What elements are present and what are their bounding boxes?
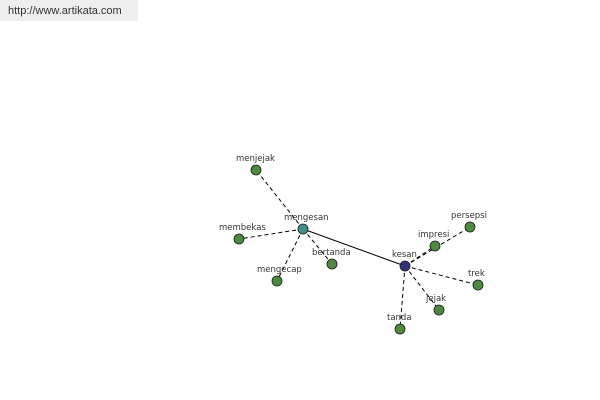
source-url[interactable]: http://www.artikata.com — [0, 0, 138, 21]
node-kesan[interactable]: kesan — [392, 250, 417, 272]
node-impresi-label: impresi — [418, 230, 449, 240]
node-mengecap[interactable]: mengecap — [257, 265, 302, 287]
node-bertanda-label: bertanda — [312, 248, 351, 258]
edge-mengesan-mengecap — [276, 228, 304, 282]
node-bertanda[interactable]: bertanda — [312, 248, 351, 270]
node-membekas-label: membekas — [219, 223, 266, 233]
node-mengesan-label: mengesan — [284, 213, 329, 223]
node-trek[interactable]: trek — [468, 269, 485, 291]
node-tanda-label: tanda — [387, 313, 412, 323]
node-kesan-label: kesan — [392, 250, 417, 260]
edge-kesan-mengesan — [302, 228, 406, 267]
nodes-group: kesan mengesan menjejak membekas mengeca… — [219, 154, 487, 335]
node-impresi-dot — [429, 240, 441, 252]
node-menjejak-dot — [250, 164, 262, 176]
node-menjejak-label: menjejak — [236, 154, 275, 164]
node-menjejak[interactable]: menjejak — [236, 154, 275, 176]
edge-kesan-impresi — [404, 245, 436, 267]
edge-kesan-trek — [404, 265, 479, 286]
node-jejak-label: jejak — [425, 294, 446, 304]
edge-mengesan-menjejak — [255, 169, 304, 230]
edge-kesan-jejak — [404, 265, 440, 311]
node-persepsi-dot — [464, 221, 476, 233]
node-mengesan[interactable]: mengesan — [284, 213, 329, 235]
node-membekas-dot — [233, 233, 245, 245]
node-impresi[interactable]: impresi — [418, 230, 449, 252]
node-mengecap-label: mengecap — [257, 265, 302, 275]
node-persepsi-label: persepsi — [451, 211, 487, 221]
node-kesan-dot — [399, 260, 411, 272]
node-mengesan-dot — [297, 223, 309, 235]
node-mengecap-dot — [271, 275, 283, 287]
edge-mengesan-bertanda — [302, 228, 333, 265]
node-bertanda-dot — [326, 258, 338, 270]
edges-group — [238, 169, 479, 330]
node-membekas[interactable]: membekas — [219, 223, 266, 245]
edge-mengesan-membekas — [238, 228, 304, 240]
node-tanda[interactable]: tanda — [387, 313, 412, 335]
node-persepsi[interactable]: persepsi — [451, 211, 487, 233]
node-trek-label: trek — [468, 269, 485, 279]
node-trek-dot — [472, 279, 484, 291]
node-tanda-dot — [394, 323, 406, 335]
node-jejak[interactable]: jejak — [425, 294, 446, 316]
node-jejak-dot — [433, 304, 445, 316]
edge-kesan-tanda — [399, 265, 406, 330]
